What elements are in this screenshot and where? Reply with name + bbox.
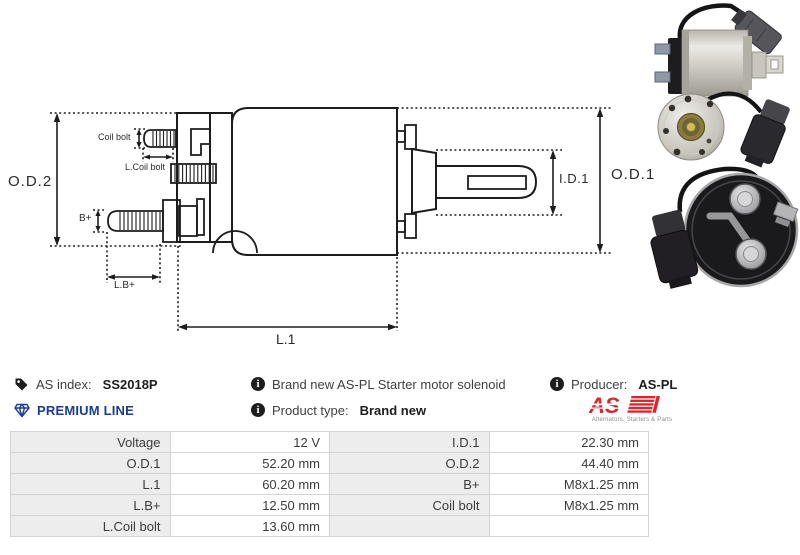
technical-drawing: O.D.2 O.D.1 I.D.1 L.1 Coil bolt L.Coil b… bbox=[8, 107, 656, 347]
table-row: L.Coil bolt 13.60 mm bbox=[10, 515, 649, 537]
description-text: Brand new AS-PL Starter motor solenoid bbox=[272, 376, 506, 392]
product-type-line: i Product type: Brand new bbox=[251, 402, 426, 418]
spec-value-cell: 52.20 mm bbox=[169, 452, 330, 474]
spec-value-cell bbox=[488, 515, 649, 537]
premium-line-label: PREMIUM LINE bbox=[37, 402, 135, 418]
spec-label-cell: B+ bbox=[329, 473, 490, 495]
spec-label-cell: O.D.1 bbox=[10, 452, 171, 474]
spec-value-cell: 60.20 mm bbox=[169, 473, 330, 495]
as-index-value: SS2018P bbox=[102, 376, 158, 392]
spec-label-cell: Coil bolt bbox=[329, 494, 490, 516]
premium-line-badge: PREMIUM LINE bbox=[14, 402, 134, 418]
spec-label-cell: L.Coil bolt bbox=[10, 515, 171, 537]
as-logo-caption: Alternators, Starters & Parts bbox=[591, 417, 673, 423]
dim-label-od1: O.D.1 bbox=[611, 166, 656, 183]
producer-value: AS-PL bbox=[638, 376, 678, 392]
spec-value-cell: 22.30 mm bbox=[488, 431, 649, 453]
dim-label-b-plus: B+ bbox=[79, 213, 92, 224]
info-icon: i bbox=[550, 377, 564, 391]
photo-face-view[interactable] bbox=[657, 91, 793, 171]
spec-label-cell: L.1 bbox=[10, 473, 171, 495]
spec-value-cell: M8x1.25 mm bbox=[488, 473, 649, 495]
as-index-line: AS index: SS2018P bbox=[14, 376, 158, 392]
product-photos bbox=[635, 0, 800, 300]
spec-value-cell: M8x1.25 mm bbox=[488, 494, 649, 516]
dim-label-id1: I.D.1 bbox=[559, 171, 589, 186]
spec-value-cell: 12 V bbox=[169, 431, 330, 453]
as-index-label: AS index: bbox=[36, 376, 92, 392]
dim-label-od2: O.D.2 bbox=[8, 173, 53, 190]
table-row: L.B+ 12.50 mm Coil bolt M8x1.25 mm bbox=[10, 494, 649, 516]
spec-value-cell: 13.60 mm bbox=[169, 515, 330, 537]
premium-diamond-icon bbox=[14, 403, 30, 417]
photo-back-view[interactable] bbox=[645, 166, 799, 291]
producer-line: i Producer: AS-PL bbox=[550, 376, 677, 392]
table-row: L.1 60.20 mm B+ M8x1.25 mm bbox=[10, 473, 649, 495]
spec-label-cell: I.D.1 bbox=[329, 431, 490, 453]
spec-value-cell: 12.50 mm bbox=[169, 494, 330, 516]
spec-value-cell: 44.40 mm bbox=[488, 452, 649, 474]
as-pl-logo: AS Alternators, Starters & Parts bbox=[586, 394, 678, 423]
description-line: i Brand new AS-PL Starter motor solenoid bbox=[251, 376, 506, 392]
tag-icon bbox=[15, 378, 28, 390]
as-logo-graphic: AS bbox=[586, 394, 660, 417]
specs-table: Voltage 12 V I.D.1 22.30 mm O.D.1 52.20 … bbox=[10, 431, 649, 537]
info-icon: i bbox=[251, 377, 265, 391]
producer-label: Producer: bbox=[571, 376, 628, 392]
product-type-label: Product type: bbox=[272, 402, 349, 418]
dim-label-coil-bolt: Coil bolt bbox=[98, 132, 131, 142]
table-row: Voltage 12 V I.D.1 22.30 mm bbox=[10, 431, 649, 453]
spec-label-cell: L.B+ bbox=[10, 494, 171, 516]
photo-side-view[interactable] bbox=[654, 3, 784, 97]
product-type-value: Brand new bbox=[359, 402, 427, 418]
spec-label-cell: Voltage bbox=[10, 431, 171, 453]
solenoid-diagram bbox=[50, 107, 612, 331]
dim-label-l-coil-bolt: L.Coil bolt bbox=[125, 162, 166, 172]
spec-label-cell: O.D.2 bbox=[329, 452, 490, 474]
info-icon: i bbox=[251, 403, 265, 417]
dim-label-l1: L.1 bbox=[276, 331, 296, 347]
dim-label-l-b-plus: L.B+ bbox=[114, 280, 135, 291]
table-row: O.D.1 52.20 mm O.D.2 44.40 mm bbox=[10, 452, 649, 474]
svg-text:AS: AS bbox=[588, 394, 620, 417]
spec-label-cell bbox=[329, 515, 490, 537]
